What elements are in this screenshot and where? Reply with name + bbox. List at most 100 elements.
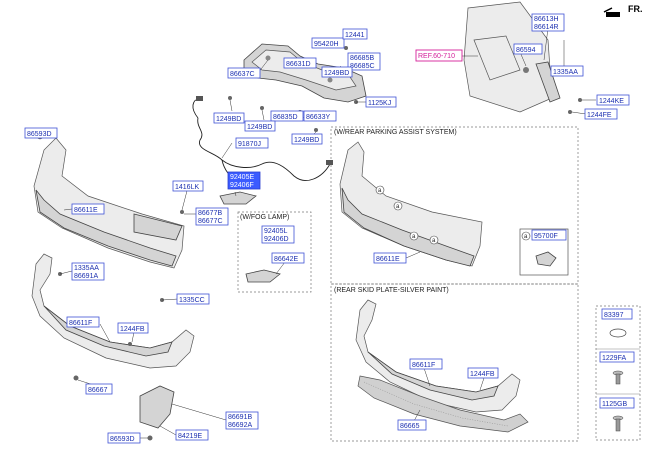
part-label-86611e[interactable]: 86611E: [71, 203, 105, 215]
direction-label: FR.: [628, 4, 643, 14]
svg-text:86593D: 86593D: [27, 131, 52, 138]
skid-plate-section-frame: [330, 283, 579, 442]
ref-label[interactable]: REF.60-710: [415, 49, 463, 62]
part-label-86642e[interactable]: 86642E: [271, 252, 305, 264]
fog-lamp-section-title: (W/FOG LAMP): [240, 214, 289, 221]
part-label-1249bd[interactable]: 1249BD: [213, 112, 245, 124]
part-label-1244fb[interactable]: 1244FB: [117, 322, 149, 334]
part-label-86633y[interactable]: 86633Y: [303, 110, 337, 122]
plug-83397-icon: [609, 328, 627, 338]
part-label-86611f-skid[interactable]: 86611F: [409, 358, 443, 370]
parking-sensor: [535, 251, 557, 267]
svg-text:86633Y: 86633Y: [306, 114, 330, 121]
fasteners-legend-frame: [595, 305, 641, 441]
part-label-86611f[interactable]: 86611F: [66, 316, 100, 328]
svg-text:86835D: 86835D: [273, 114, 298, 121]
svg-text:1416LK: 1416LK: [175, 184, 199, 191]
part-label-86637c[interactable]: 86637C: [227, 67, 261, 79]
parking-assist-section-title: (W/REAR PARKING ASSIST SYSTEM): [334, 129, 457, 136]
fog-lamp: [245, 269, 281, 283]
lower-bracket: [139, 385, 175, 441]
svg-text:86677C: 86677C: [198, 218, 223, 225]
part-label-86631d[interactable]: 86631D: [283, 57, 317, 69]
part-label-1335aa-86691a[interactable]: 1335AA 86691A: [71, 262, 105, 281]
quarter-panel-detail: [463, 1, 582, 114]
part-label-86835d[interactable]: 86835D: [270, 110, 304, 122]
svg-text:95700F: 95700F: [534, 233, 558, 240]
svg-text:92406D: 92406D: [264, 236, 289, 243]
screw-1125gb-icon: [612, 415, 624, 432]
svg-text:1244FB: 1244FB: [470, 371, 495, 378]
svg-text:86613H: 86613H: [534, 16, 559, 23]
svg-text:92405L: 92405L: [264, 228, 287, 235]
part-label-86611e-assist[interactable]: 86611E: [373, 252, 407, 264]
direction-arrow-head-icon: [603, 7, 613, 13]
part-label-92405e-92406f[interactable]: 92405E 92406F: [227, 171, 261, 190]
svg-text:86692A: 86692A: [228, 422, 252, 429]
part-label-86691b-86692a[interactable]: 86691B 86692A: [225, 411, 259, 430]
screw-1229fa-icon: [612, 370, 624, 385]
part-label-1244ke[interactable]: 1244KE: [596, 94, 630, 106]
part-label-1244fb-skid[interactable]: 1244FB: [467, 367, 499, 379]
svg-text:1249BD: 1249BD: [294, 137, 319, 144]
legend-label-1125gb[interactable]: 1125GB: [599, 397, 635, 409]
svg-text:1244KE: 1244KE: [599, 98, 624, 105]
part-label-95700f[interactable]: 95700F: [531, 229, 567, 241]
part-label-91870j[interactable]: 91870J: [235, 137, 269, 149]
svg-text:86685C: 86685C: [350, 63, 375, 70]
part-label-86685b-86685c[interactable]: 86685B 86685C: [347, 52, 381, 71]
svg-text:91870J: 91870J: [238, 141, 261, 148]
svg-text:1335CC: 1335CC: [179, 297, 205, 304]
parking-assist-bumper-cover: a a a a: [339, 141, 483, 267]
legend-label-1229fa[interactable]: 1229FA: [599, 351, 635, 363]
svg-text:1244FB: 1244FB: [120, 326, 145, 333]
part-label-12441[interactable]: 12441: [342, 28, 368, 40]
svg-text:92406F: 92406F: [230, 182, 254, 189]
svg-text:86631D: 86631D: [286, 61, 311, 68]
svg-text:86637C: 86637C: [230, 71, 255, 78]
part-label-1125kj[interactable]: 1125KJ: [365, 96, 397, 108]
svg-text:84219E: 84219E: [178, 433, 202, 440]
reflector-lamp: [219, 191, 257, 205]
part-label-84219e[interactable]: 84219E: [175, 429, 209, 441]
part-label-86667[interactable]: 86667: [85, 383, 113, 395]
part-label-86665[interactable]: 86665: [397, 419, 427, 431]
svg-text:86685B: 86685B: [350, 55, 374, 62]
svg-text:86611E: 86611E: [74, 207, 98, 214]
svg-text:95420H: 95420H: [314, 41, 339, 48]
front-direction-indicator: FR.: [603, 4, 643, 17]
svg-text:86691B: 86691B: [228, 414, 252, 421]
part-label-86593d-bottom[interactable]: 86593D: [107, 432, 141, 444]
part-label-86594[interactable]: 86594: [513, 43, 543, 55]
part-label-1244fe[interactable]: 1244FE: [584, 108, 618, 120]
skid-plate-section-title: (REAR SKID PLATE-SILVER PAINT): [334, 287, 449, 294]
svg-text:1125GB: 1125GB: [602, 401, 627, 408]
part-label-1249bd[interactable]: 1249BD: [321, 66, 353, 78]
callout-a: a: [378, 188, 382, 194]
lower-bumper-skid-plate: [31, 253, 195, 369]
direction-arrow-icon: [606, 12, 620, 17]
part-label-95420h[interactable]: 95420H: [311, 37, 345, 49]
svg-text:86691A: 86691A: [74, 273, 98, 280]
part-label-86613h-86614r[interactable]: 86613H 86614R: [531, 13, 565, 32]
part-label-1416lk[interactable]: 1416LK: [172, 180, 204, 192]
svg-text:86611F: 86611F: [412, 362, 435, 369]
svg-text:86667: 86667: [88, 387, 108, 394]
svg-text:1229FA: 1229FA: [602, 355, 626, 362]
callout-a: a: [432, 238, 436, 244]
legend-label-83397[interactable]: 83397: [601, 308, 633, 320]
svg-text:1249BD: 1249BD: [216, 116, 241, 123]
callout-a: a: [524, 234, 528, 240]
part-label-1335cc[interactable]: 1335CC: [176, 293, 210, 305]
part-label-86593d[interactable]: 86593D: [24, 127, 58, 139]
svg-text:86594: 86594: [516, 47, 536, 54]
part-label-1249bd[interactable]: 1249BD: [291, 133, 323, 145]
part-label-86677b-86677c[interactable]: 86677B 86677C: [195, 207, 229, 226]
svg-text:1335AA: 1335AA: [553, 69, 578, 76]
svg-text:86677B: 86677B: [198, 210, 222, 217]
part-label-1249bd[interactable]: 1249BD: [244, 120, 276, 132]
rear-bumper-cover: [33, 132, 185, 269]
part-label-1335aa[interactable]: 1335AA: [550, 65, 584, 77]
svg-text:86611F: 86611F: [69, 320, 92, 327]
part-label-92405l-92406d[interactable]: 92405L 92406D: [261, 225, 295, 244]
